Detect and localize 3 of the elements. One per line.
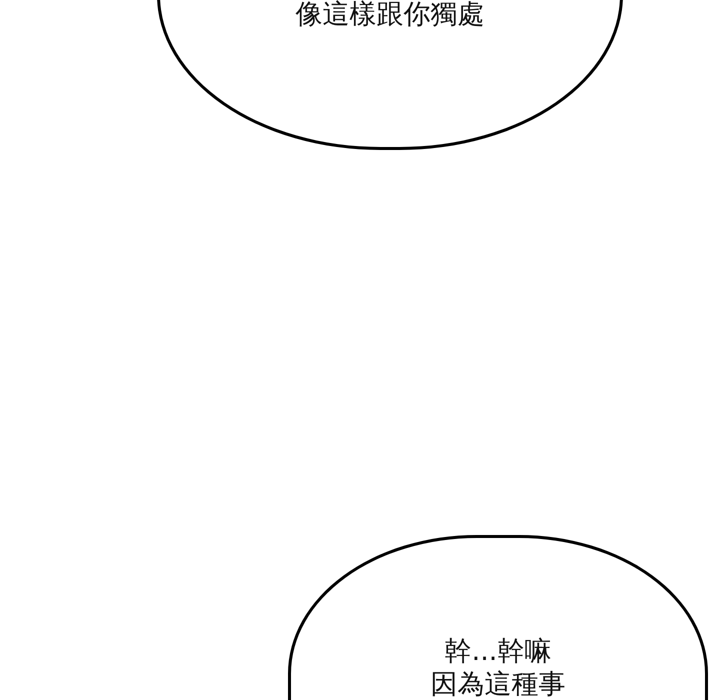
dialogue-text: 像這樣跟你獨處 [294, 1, 486, 28]
dialogue-text: 因為這種事 [430, 671, 566, 698]
dialogue-text: 幹...幹嘛 [444, 638, 552, 665]
